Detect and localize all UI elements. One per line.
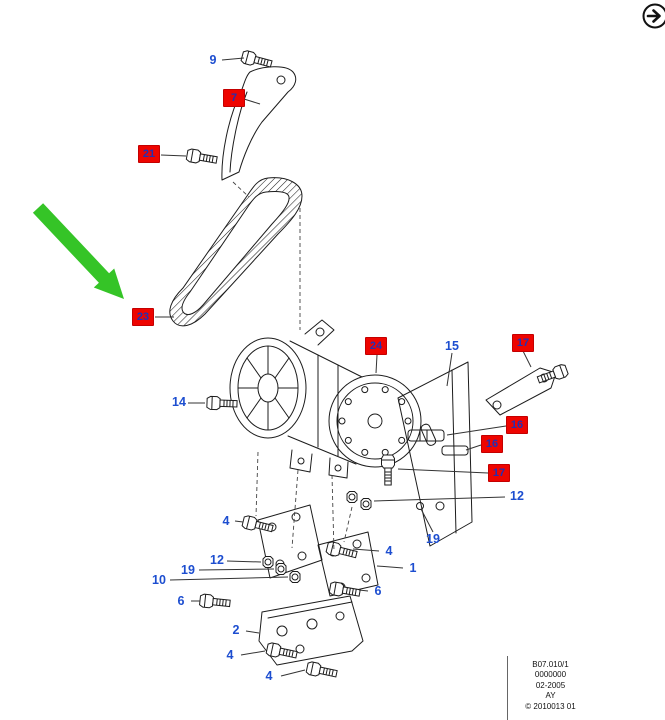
callout-6[interactable]: 6 [177,593,185,608]
green-pointer-arrow [32,203,124,299]
lower-brackets [257,504,379,666]
market-code: AY [545,691,556,701]
callout-4[interactable]: 4 [265,668,273,683]
callout-12[interactable]: 12 [210,552,224,567]
arrow-right-icon [642,3,665,29]
bracket-arm-part [221,66,297,181]
support-bracket-part [407,367,557,510]
callout-12[interactable]: 12 [510,488,524,503]
callout-highlighted-24[interactable]: 24 [365,337,387,355]
callout-4[interactable]: 4 [226,647,234,662]
mounting-plate-part [397,361,473,547]
callout-10[interactable]: 10 [152,572,166,587]
callout-4[interactable]: 4 [222,513,230,528]
callout-highlighted-21[interactable]: 21 [138,145,160,163]
callout-6[interactable]: 6 [374,583,382,598]
dashed-guides [232,181,353,553]
callout-2[interactable]: 2 [232,622,240,637]
drawing-title-block: B07.010/1 0000000 02-2005 AY © 2010013 0… [507,656,589,720]
callout-highlighted-17[interactable]: 17 [488,464,510,482]
callout-19[interactable]: 19 [426,531,440,546]
callout-highlighted-17[interactable]: 17 [512,334,534,352]
revision-date: 02-2005 [535,680,566,690]
copyright-note: © 2010013 01 [525,701,576,711]
callout-4[interactable]: 4 [385,543,393,558]
callout-19[interactable]: 19 [181,562,195,577]
catalog-code: 0000000 [534,670,567,680]
callout-1[interactable]: 1 [409,560,417,575]
callout-highlighted-16[interactable]: 16 [506,416,528,434]
callout-highlighted-7[interactable]: 7 [223,89,245,107]
drawing-number: B07.010/1 [532,660,569,669]
callout-9[interactable]: 9 [209,52,217,67]
callout-14[interactable]: 14 [172,394,186,409]
callout-15[interactable]: 15 [445,338,459,353]
next-page-button[interactable] [641,2,665,32]
callout-highlighted-23[interactable]: 23 [132,308,154,326]
compressor-part [229,319,422,479]
leader-lines [155,57,532,677]
callout-highlighted-16[interactable]: 16 [481,435,503,453]
drive-belt-part [169,177,303,327]
